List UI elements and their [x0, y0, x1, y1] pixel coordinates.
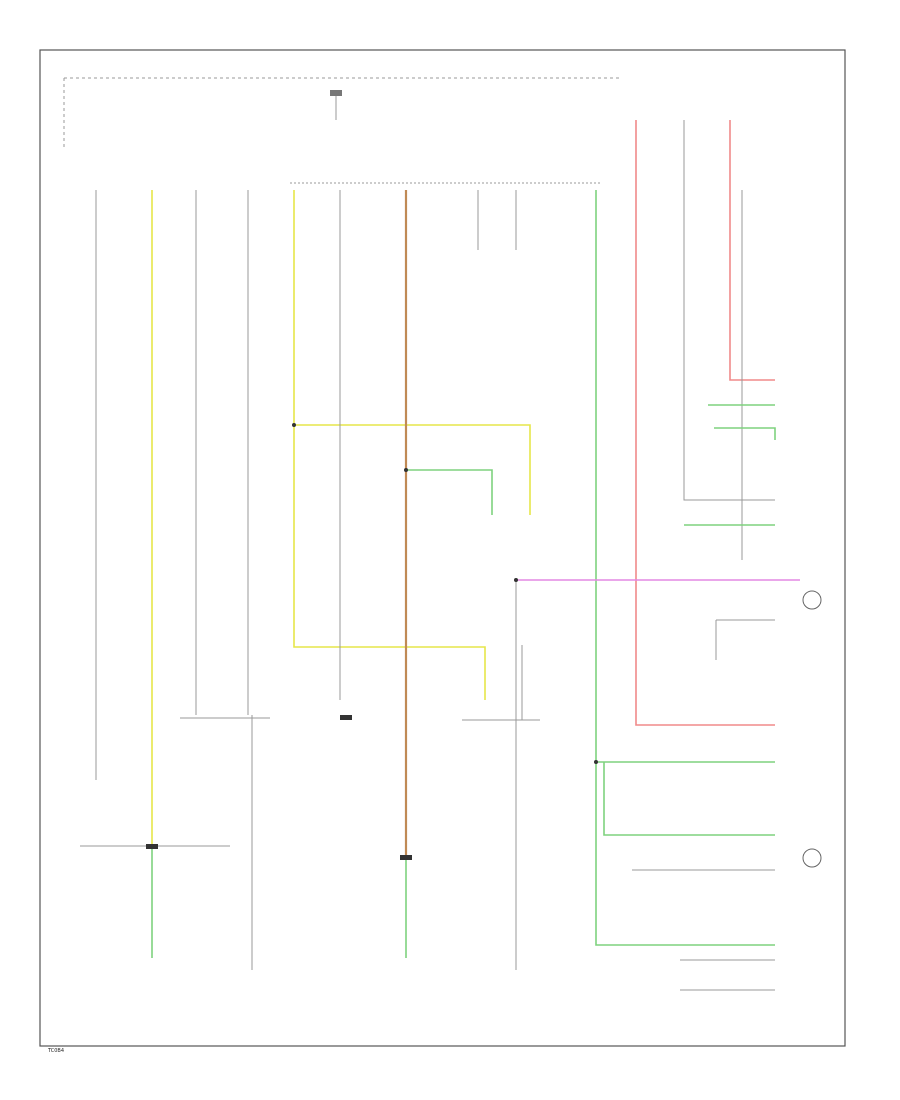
- junction-dot: [594, 760, 598, 764]
- lamp-symbol-upper: [802, 590, 822, 610]
- wire-green-taps: [596, 761, 775, 836]
- top-connector: [330, 90, 342, 96]
- wire-green-right: [684, 404, 776, 526]
- wire-horizontal-lower: [80, 717, 540, 847]
- wire-red-left: [635, 120, 775, 726]
- wire-lower-right: [632, 619, 775, 871]
- footer-code: TC0B4: [47, 1048, 64, 1054]
- wire-bottom-right: [680, 959, 775, 991]
- wire-olive: [683, 120, 775, 501]
- ground-terminal: [400, 855, 412, 860]
- junction-dot: [292, 423, 296, 427]
- ground-terminal: [340, 715, 352, 720]
- wire-green-main: [595, 190, 775, 946]
- wire-center-lower: [515, 580, 523, 970]
- ground-terminal: [146, 844, 158, 849]
- diagram-frame: [39, 49, 846, 1047]
- junction-dot: [404, 468, 408, 472]
- lamp-symbol-lower: [802, 848, 822, 868]
- wire-yellow-loop: [293, 190, 531, 700]
- junction-dot: [514, 578, 518, 582]
- wire-green-branch: [406, 469, 493, 515]
- wire-red-right: [729, 120, 775, 381]
